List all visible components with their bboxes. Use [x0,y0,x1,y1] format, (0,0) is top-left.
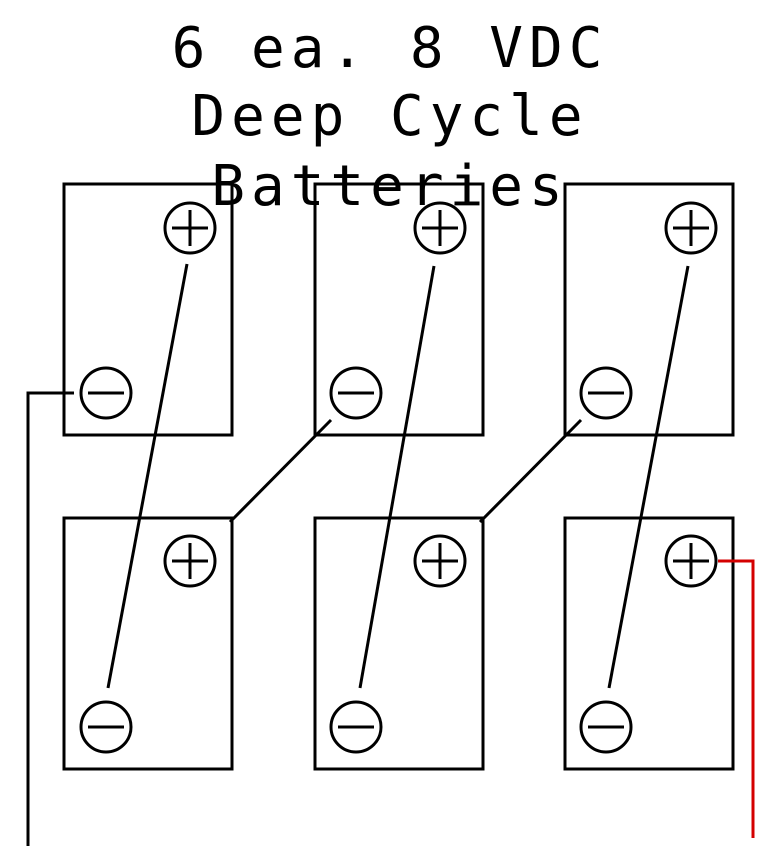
positive-terminal-icon [664,201,718,255]
jumper-wire [106,263,189,689]
positive-terminal-icon [413,534,467,588]
jumper-wire [358,265,436,689]
battery-case [563,516,735,771]
positive-terminal-icon [163,534,217,588]
battery-case [62,182,234,437]
negative-terminal-icon [329,366,383,420]
jumper-wire [478,418,583,524]
positive-terminal-icon [413,201,467,255]
battery-top-right [563,182,735,437]
battery-bottom-left [62,516,234,771]
battery-top-middle [313,182,485,437]
positive-terminal-icon [664,534,718,588]
battery-case [563,182,735,437]
negative-terminal-icon [579,366,633,420]
battery-case [313,516,485,771]
jumper-wire [228,418,333,524]
negative-terminal-icon [79,700,133,754]
diagram-title-line-1: 6 ea. 8 VDC [171,16,609,81]
negative-terminal-icon [79,366,133,420]
negative-terminal-icon [329,700,383,754]
battery-case [62,516,234,771]
battery-bottom-middle [313,516,485,771]
battery-case [313,182,485,437]
diagram-title-line-2: Deep Cycle Batteries [191,84,589,219]
battery-top-left [62,182,234,437]
negative-output-lead [26,391,74,846]
jumper-wire [607,265,690,689]
battery-bottom-right [563,516,735,771]
positive-terminal-icon [163,201,217,255]
negative-terminal-icon [579,700,633,754]
positive-output-lead [718,559,755,838]
